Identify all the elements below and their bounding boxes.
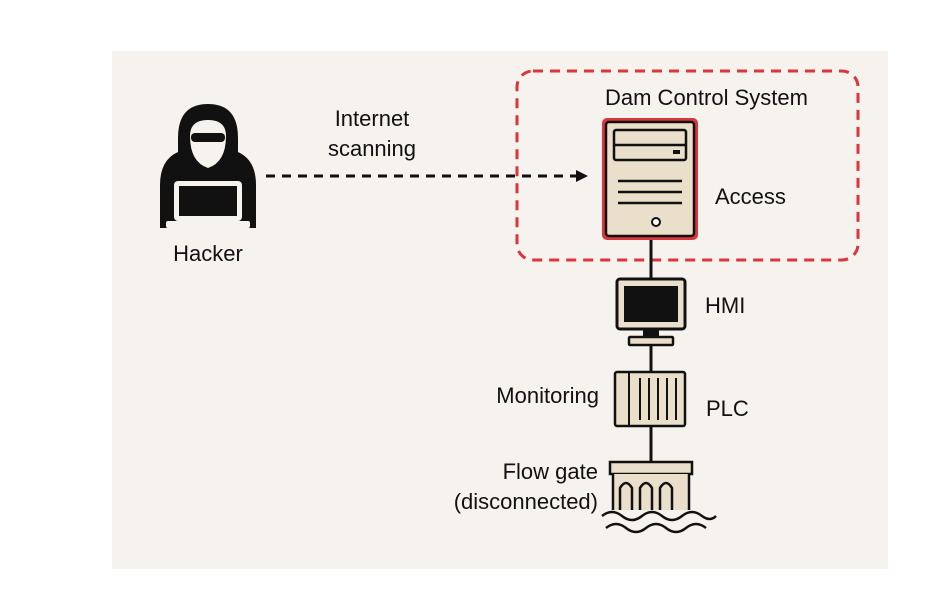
hmi-label: HMI (705, 293, 746, 318)
plc-module-icon (613, 370, 687, 428)
hacker-label: Hacker (173, 241, 243, 266)
connection-label-line2: scanning (327, 136, 417, 161)
connection-label-line1: Internet (334, 106, 410, 131)
server-tower-icon (602, 118, 698, 240)
gate-label-line1: Flow gate (502, 459, 598, 484)
system-title: Dam Control System (605, 85, 808, 110)
control-system-boundary (515, 69, 860, 262)
plc-label: PLC (706, 396, 749, 421)
gate-label-line2: (disconnected) (453, 489, 598, 514)
monitor-icon (615, 277, 687, 347)
hooded-hacker-icon (160, 104, 256, 228)
diagram-background (112, 51, 888, 569)
monitoring-label: Monitoring (496, 383, 599, 408)
flow-gate-icon (601, 460, 717, 534)
server-label: Access (715, 184, 786, 209)
